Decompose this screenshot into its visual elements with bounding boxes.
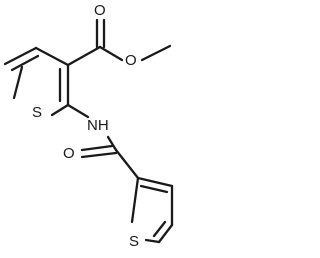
bond-camide-c2prime — [114, 148, 140, 180]
bond-oether-methyl — [140, 44, 172, 62]
thiophene-ring-2 — [130, 176, 174, 244]
amide-oxygen-label: O — [63, 145, 75, 162]
ring1-sulfur-label: S — [32, 104, 42, 121]
bond-c4p-c5p-inner — [152, 220, 167, 238]
bond-c5-c4-inner — [10, 54, 40, 72]
bond-c5p-s — [144, 238, 161, 244]
bond-c2p-c3p-inner — [139, 184, 169, 194]
bond-c4p-c5p — [157, 223, 174, 244]
bond-c2p-c3p — [136, 176, 174, 188]
ether-oxygen-label: O — [125, 52, 137, 69]
bond-c3-ccarbonyl — [66, 45, 102, 67]
carbonyl-oxygen-label: O — [94, 2, 106, 19]
amide-linkage — [66, 103, 140, 180]
ring2-sulfur-label: S — [129, 233, 139, 250]
bond-camide-o-a — [80, 144, 114, 152]
amide-nh-label: NH — [87, 117, 109, 134]
bond-ccarbonyl-oether — [98, 45, 124, 62]
ester-group — [66, 18, 172, 67]
bond-c5-c4 — [3, 46, 38, 66]
bond-camide-o-b — [80, 151, 118, 159]
bond-s1-c5 — [12, 65, 24, 100]
bond-c2-s1 — [50, 103, 70, 117]
bond-s-c2p — [130, 176, 140, 224]
bond-n-camide — [106, 135, 118, 152]
thiophene-ring-1 — [3, 46, 70, 117]
structure-diagram: O O S NH O S — [3, 2, 174, 250]
bond-c4-c3 — [34, 46, 70, 67]
bond-c2-n — [66, 103, 90, 119]
